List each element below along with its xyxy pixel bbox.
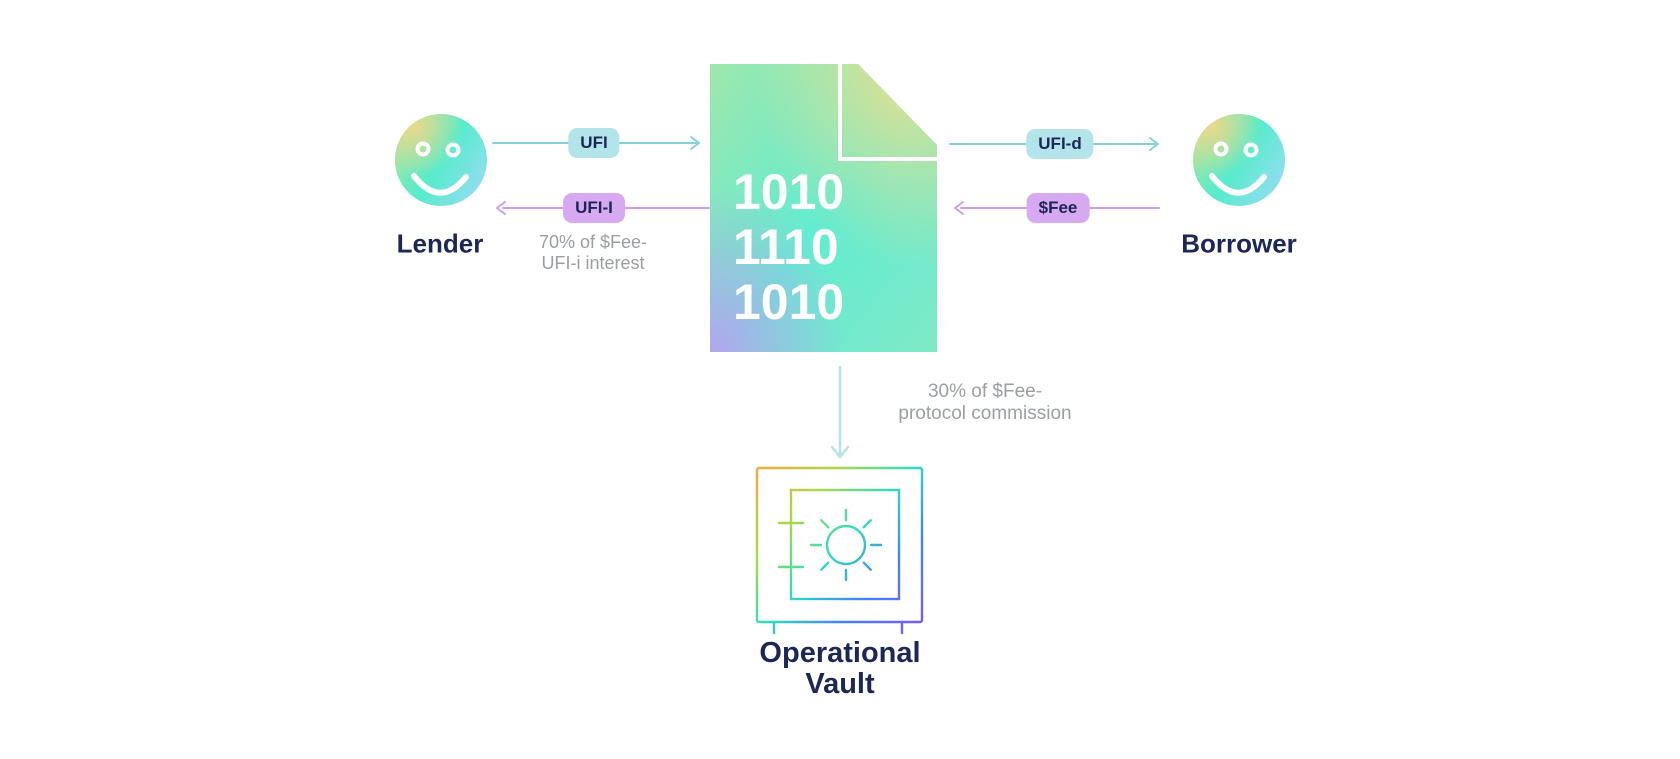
ufi-token-badge: UFI: [568, 128, 620, 158]
commission-note: 30% of $Fee- protocol commission: [898, 381, 1071, 425]
borrower-avatar-icon: [1193, 114, 1285, 206]
vault-icon: [755, 466, 924, 635]
ufi-arrowhead-icon: [690, 136, 700, 150]
ufi-debt-token-badge: UFI-d: [1026, 129, 1094, 159]
vault-label: Operational Vault: [759, 638, 920, 700]
commission-note-line1: 30% of $Fee-: [927, 381, 1043, 402]
vault-door: [789, 488, 901, 601]
commission-arrowhead-icon: [830, 445, 850, 459]
binary-line: 1010: [733, 274, 845, 330]
borrower-left-eye: [1213, 141, 1229, 157]
lender-interest-note-line1: 70% of $Fee-: [538, 232, 648, 252]
smart-contract-document-icon: [710, 64, 937, 352]
borrower-smile: [1209, 173, 1267, 196]
lender-left-eye: [415, 141, 431, 157]
lender-smile: [411, 173, 469, 196]
commission-note-line2: protocol commission: [898, 403, 1072, 424]
binary-line: 1010: [733, 164, 845, 220]
fee-token-badge: $Fee: [1026, 193, 1090, 223]
binary-line: 1110: [733, 219, 839, 275]
lender-right-eye: [445, 142, 461, 158]
lender-label: Lender: [396, 228, 484, 259]
vault-dial: [825, 524, 867, 566]
borrower-label: Borrower: [1181, 228, 1297, 259]
vault-outer-body: [755, 466, 924, 624]
commission-flow-arrow: [830, 366, 850, 459]
document-folded-corner-icon: [838, 64, 937, 161]
vault-label-line2: Vault: [805, 668, 875, 700]
ufi-interest-token-badge: UFI-I: [563, 193, 625, 223]
lender-interest-note: 70% of $Fee- UFI-i interest: [539, 232, 647, 274]
document-page-purple-tint: [710, 64, 937, 352]
contract-binary-code: 1010 1110 1010: [733, 165, 844, 330]
vault-dial-spokes: [809, 508, 883, 582]
lender-avatar-icon: [395, 114, 487, 206]
fee-arrowhead-icon: [954, 201, 964, 215]
borrower-right-eye: [1243, 142, 1259, 158]
ufi-debt-arrowhead-icon: [1149, 137, 1159, 151]
ufi-interest-arrowhead-icon: [496, 201, 506, 215]
vault-label-line1: Operational: [759, 637, 921, 669]
lender-interest-note-line2: UFI-i interest: [541, 253, 645, 273]
